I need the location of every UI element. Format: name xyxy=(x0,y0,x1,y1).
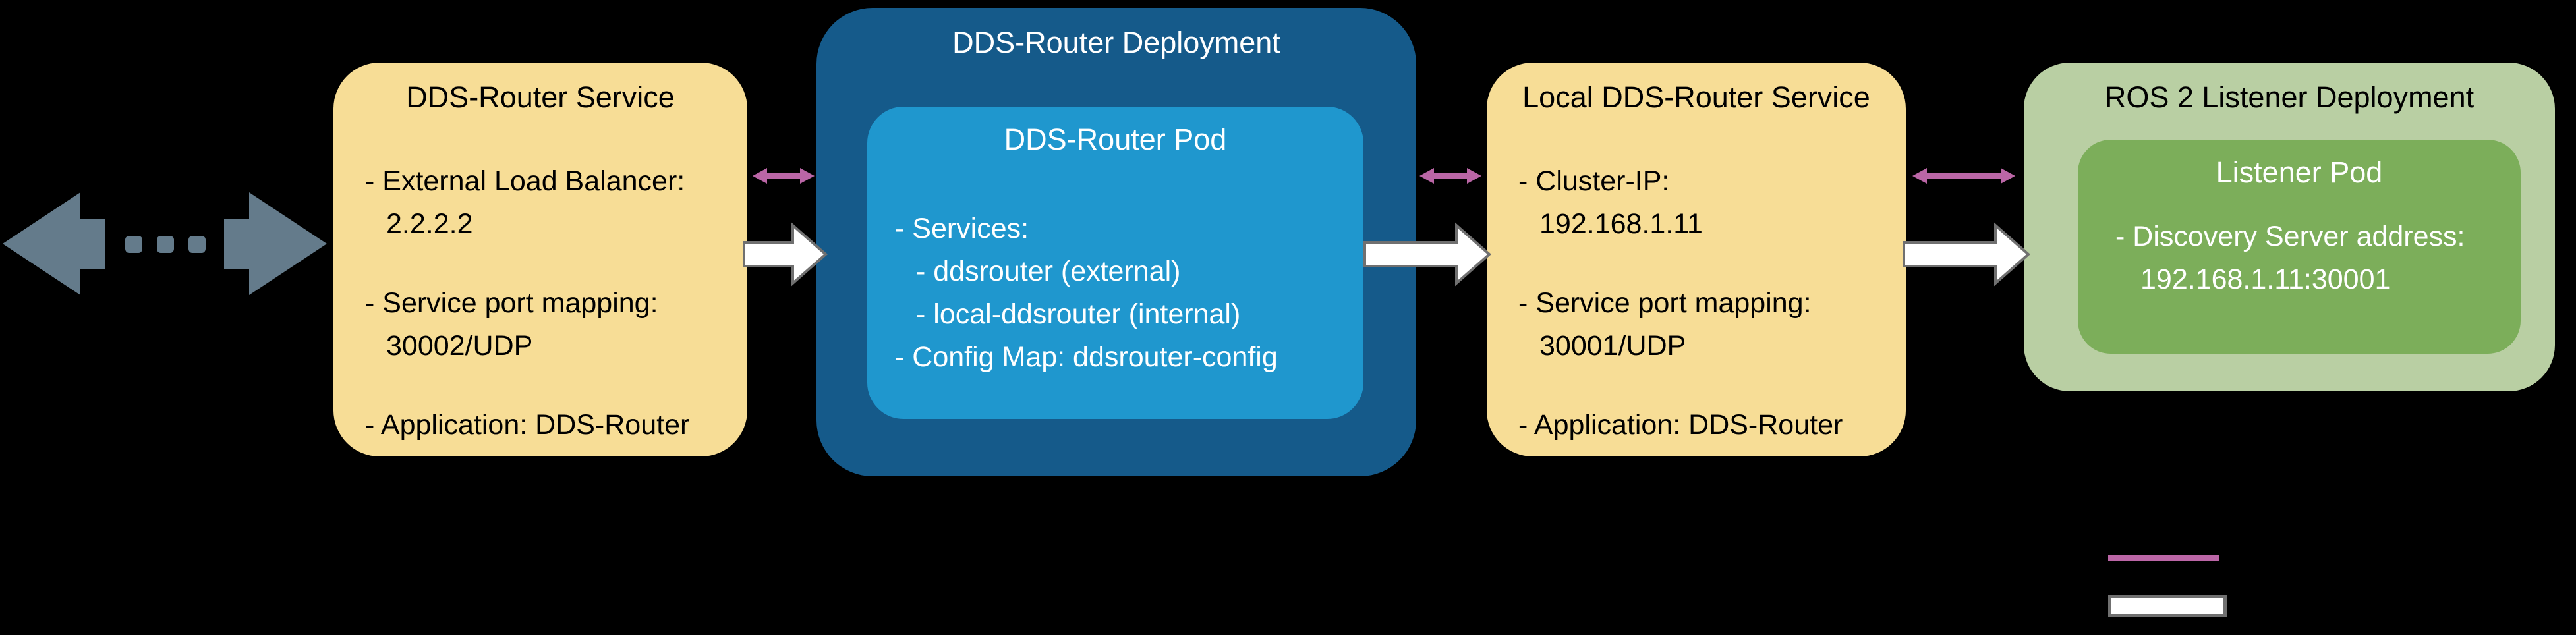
right-arrow-icon xyxy=(1363,222,1492,287)
legend-white-bar xyxy=(2108,595,2227,617)
listener-pod-title: Listener Pod xyxy=(2216,155,2383,189)
node-listener-pod: Listener Pod - Discovery Server address:… xyxy=(2078,140,2521,354)
node-local-dds-router-service: Local DDS-Router Service - Cluster-IP: 1… xyxy=(1487,63,1906,456)
config-map-label: - Config Map: ddsrouter-config xyxy=(895,341,1278,373)
application-label: - Application: DDS-Router xyxy=(1518,409,1843,441)
node-ros2-listener-deployment: ROS 2 Listener Deployment Listener Pod -… xyxy=(2024,63,2555,391)
dds-router-service-body: - External Load Balancer: 2.2.2.2 - Serv… xyxy=(333,160,747,447)
node-dds-router-service: DDS-Router Service - External Load Balan… xyxy=(333,63,747,456)
bidirectional-arrow-icon xyxy=(753,168,815,184)
dds-router-deployment-title: DDS-Router Deployment xyxy=(952,26,1280,59)
right-arrow-icon xyxy=(743,222,828,287)
right-arrow-icon xyxy=(1903,222,2031,287)
wan-double-arrow-icon xyxy=(3,192,327,295)
bidirectional-arrow-icon xyxy=(1912,168,2015,184)
listener-pod-body: - Discovery Server address: 192.168.1.11… xyxy=(2078,215,2521,301)
dds-router-pod-body: - Services: - ddsrouter (external) - loc… xyxy=(867,207,1363,379)
cluster-ip-label: - Cluster-IP: xyxy=(1518,165,1670,197)
port-mapping-value: 30002/UDP xyxy=(386,330,533,362)
bidirectional-arrow-icon xyxy=(1419,168,1481,184)
dds-router-service-title: DDS-Router Service xyxy=(406,80,675,114)
load-balancer-label: - External Load Balancer: xyxy=(365,165,685,197)
port-mapping-label: - Service port mapping: xyxy=(1518,287,1812,319)
discovery-server-label: - Discovery Server address: xyxy=(2115,221,2465,252)
service-external: - ddsrouter (external) xyxy=(916,256,1181,287)
port-mapping-value: 30001/UDP xyxy=(1539,330,1686,362)
application-label: - Application: DDS-Router xyxy=(365,409,690,441)
cluster-ip-value: 192.168.1.11 xyxy=(1539,208,1703,240)
node-dds-router-pod: DDS-Router Pod - Services: - ddsrouter (… xyxy=(867,107,1363,419)
discovery-server-value: 192.168.1.11:30001 xyxy=(2140,263,2391,295)
local-dds-router-service-body: - Cluster-IP: 192.168.1.11 - Service por… xyxy=(1487,160,1906,447)
services-label: - Services: xyxy=(895,213,1029,244)
dds-router-pod-title: DDS-Router Pod xyxy=(1004,123,1227,156)
legend-pink-line xyxy=(2108,555,2219,561)
port-mapping-label: - Service port mapping: xyxy=(365,287,658,319)
local-dds-router-service-title: Local DDS-Router Service xyxy=(1522,80,1870,114)
load-balancer-value: 2.2.2.2 xyxy=(386,208,473,240)
service-internal: - local-ddsrouter (internal) xyxy=(916,298,1241,330)
node-dds-router-deployment: DDS-Router Deployment DDS-Router Pod - S… xyxy=(816,8,1416,476)
ros2-listener-deployment-title: ROS 2 Listener Deployment xyxy=(2104,80,2475,114)
